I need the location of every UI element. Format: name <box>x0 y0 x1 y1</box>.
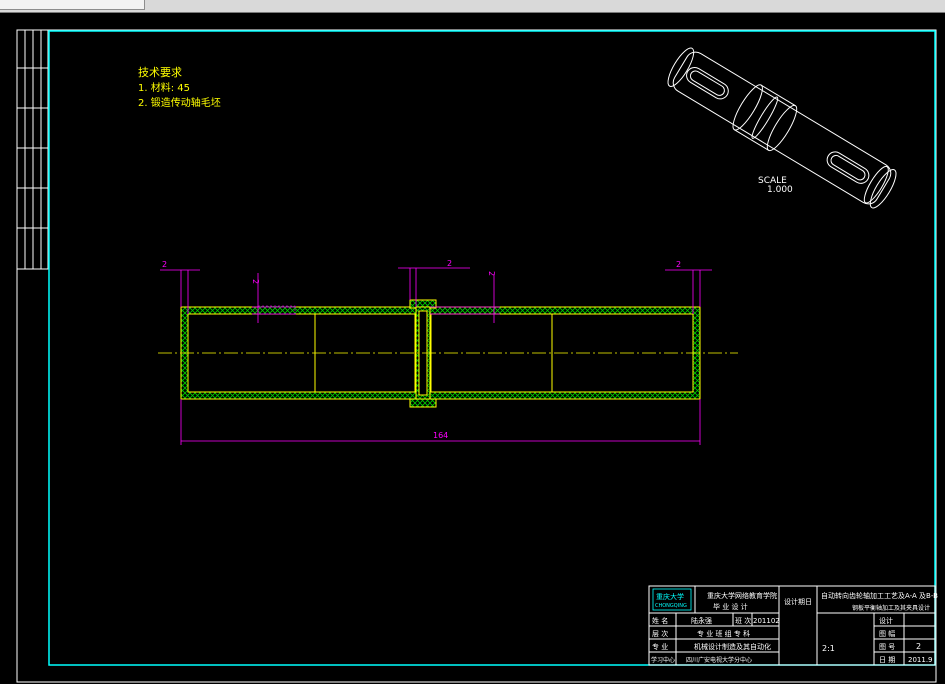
drawing-date: 2011.9 <box>908 656 933 664</box>
right-label-design: 设计 <box>879 616 893 625</box>
sheet-number: 2 <box>916 642 921 651</box>
binding-strip <box>16 29 49 270</box>
dim-right-wall: 2 <box>676 260 681 269</box>
outer-frame <box>16 29 937 683</box>
window-top-bar <box>0 0 945 13</box>
row3-label: 专 业 <box>652 642 668 651</box>
technical-notes: 技术要求 1. 材料: 45 2. 锻造传动轴毛坯 <box>138 66 221 109</box>
notes-line-1: 1. 材料: 45 <box>138 81 190 94</box>
dim-overall-length: 164 <box>433 431 448 440</box>
dim-top-wall-center: 2 <box>487 271 496 276</box>
groove-bottom <box>409 398 437 408</box>
row1-label: 姓 名 <box>652 616 668 625</box>
logo-subtext: CHONGQING <box>655 603 687 609</box>
cad-drawing-sheet: 技术要求 1. 材料: 45 2. 锻造传动轴毛坯 SCALE 1.000 <box>16 29 938 683</box>
dimensions <box>160 267 712 445</box>
title-block: 重庆大学 CHONGQING 重庆大学网络教育学院 毕 业 设 计 设计期日 自… <box>648 585 938 666</box>
design-date-label: 设计期日 <box>784 597 812 606</box>
inner-frame <box>48 30 936 666</box>
row1-class-label: 班 次 <box>735 616 751 625</box>
project-title-line2: 钢板平衡轴加工及其夹具设计 <box>852 604 930 612</box>
row4-value: 四川广安电视大学分中心 <box>686 656 752 664</box>
row2-value: 专 业 班 组 专 科 <box>697 629 750 638</box>
row1-class: 201102 <box>753 617 780 625</box>
shaft-section-view <box>158 299 738 408</box>
row2-label: 层 次 <box>652 629 668 638</box>
logo-text: 重庆大学 <box>656 592 684 601</box>
isometric-shaft-view <box>667 47 897 209</box>
row1-name: 陆永强 <box>691 616 712 625</box>
dim-left-wall: 2 <box>162 260 167 269</box>
right-label-size: 图 幅 <box>879 629 895 638</box>
design-label: 毕 业 设 计 <box>713 602 748 611</box>
notes-heading: 技术要求 <box>138 66 182 79</box>
right-label-number: 图 号 <box>879 643 895 651</box>
notes-line-2: 2. 锻造传动轴毛坯 <box>138 96 221 109</box>
row3-value: 机械设计制造及其自动化 <box>694 642 771 651</box>
document-tab[interactable] <box>0 0 145 10</box>
row4-label: 学习中心 <box>651 656 675 664</box>
right-label-date: 日 期 <box>879 656 895 664</box>
drawing-scale: 2:1 <box>822 644 835 653</box>
project-title: 自动转向齿轮轴加工工艺及A-A 及B-B <box>821 591 938 600</box>
school-logo <box>652 588 692 611</box>
scale-label: SCALE <box>758 176 787 186</box>
dim-top-wall-left: 2 <box>251 279 260 284</box>
scale-value: 1.000 <box>767 185 793 195</box>
dim-center-groove: 2 <box>447 259 452 268</box>
school-name: 重庆大学网络教育学院 <box>707 591 777 600</box>
